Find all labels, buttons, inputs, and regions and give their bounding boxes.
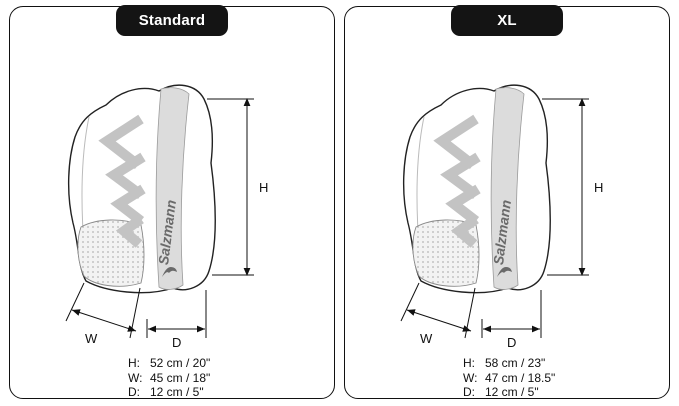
chevron-pattern-icon: [433, 114, 481, 248]
dim-label-h: H: [259, 180, 268, 195]
dim-label-d: D: [172, 335, 181, 350]
measurement-label: H:: [128, 356, 140, 370]
brand-logo-text: Salzmann: [490, 199, 514, 266]
cover-diagram: Salzmann H W: [400, 84, 603, 350]
measurement-row: H: 58 cm / 23": [463, 356, 555, 371]
size-panel-standard: Standard Salzmann: [9, 5, 335, 400]
measurement-row: H: 52 cm / 20": [128, 356, 210, 371]
dimension-w: [65, 282, 141, 339]
size-badge: XL: [451, 5, 563, 36]
measurement-value: 52 cm / 20": [150, 356, 211, 370]
measurements-table: H: 58 cm / 23" W: 47 cm / 18.5" D: 12 cm…: [463, 356, 555, 400]
size-panel-xl: XL Salzmann H: [344, 5, 670, 400]
measurement-label: D:: [128, 385, 140, 399]
measurements-table: H: 52 cm / 20" W: 45 cm / 18" D: 12 cm /…: [128, 356, 210, 400]
dim-label-h: H: [594, 180, 603, 195]
brand-bird-icon: [497, 267, 512, 277]
dimension-h: [207, 98, 254, 276]
measurement-row: W: 45 cm / 18": [128, 371, 210, 386]
reflective-stripe: [155, 87, 190, 290]
measurement-value: 47 cm / 18.5": [485, 370, 556, 385]
measurement-label: D:: [463, 385, 475, 399]
measurement-value: 12 cm / 5": [150, 385, 204, 399]
cover-diagram: Salzmann H W: [65, 84, 268, 350]
measurement-value: 45 cm / 18": [150, 370, 211, 385]
brand-bird-icon: [162, 267, 177, 277]
measurement-row: D: 12 cm / 5": [128, 385, 210, 400]
dimension-d: [481, 290, 542, 338]
measurement-label: W:: [128, 370, 143, 385]
dim-label-w: W: [85, 331, 98, 346]
chevron-pattern-icon: [98, 114, 146, 248]
measurement-value: 12 cm / 5": [485, 385, 539, 399]
brand-logo-text: Salzmann: [155, 199, 179, 266]
measurement-row: D: 12 cm / 5": [463, 385, 555, 400]
dim-label-d: D: [507, 335, 516, 350]
measurement-label: H:: [463, 356, 475, 370]
dimension-d: [146, 290, 207, 338]
measurement-value: 58 cm / 23": [485, 356, 546, 370]
measurement-label: W:: [463, 370, 478, 385]
dim-label-w: W: [420, 331, 433, 346]
reflective-stripe: [490, 87, 525, 290]
dimension-w: [400, 282, 476, 339]
size-badge: Standard: [116, 5, 228, 36]
dimension-h: [542, 98, 589, 276]
measurement-row: W: 47 cm / 18.5": [463, 371, 555, 386]
